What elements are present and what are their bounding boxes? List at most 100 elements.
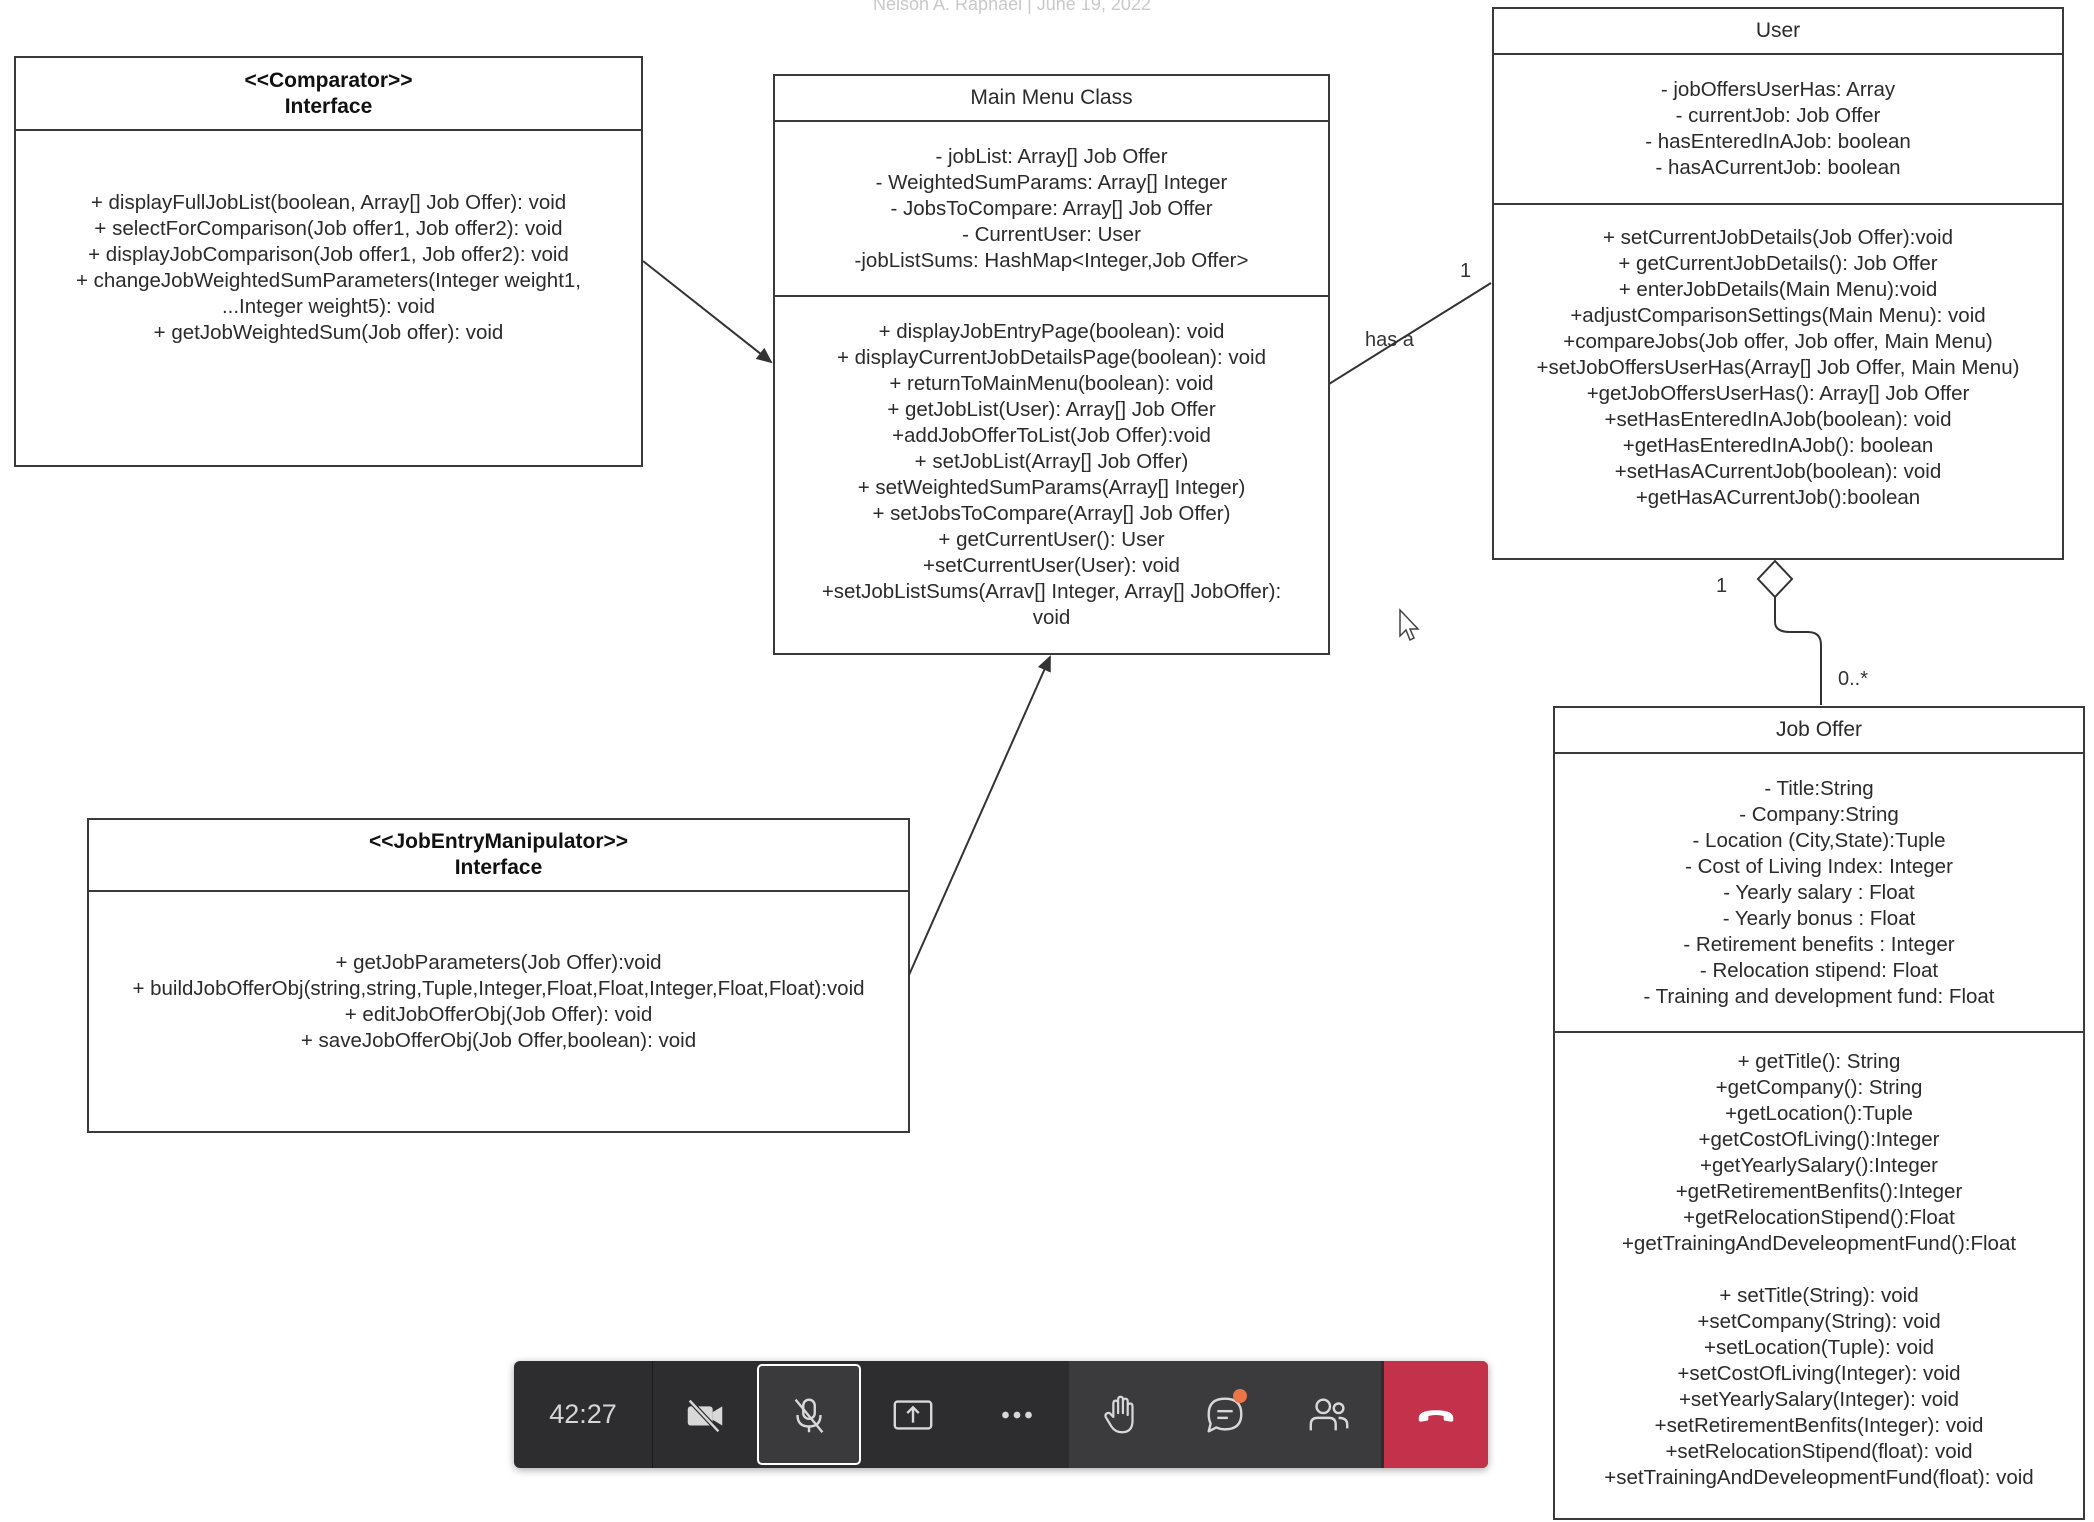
attribute: - jobList: Array[] Job Offer [935,144,1168,168]
method: + buildJobOfferObj(string,string,Tuple,I… [132,976,865,1000]
aggregation-user-multiplicity: 1 [1716,575,1728,597]
method: + getCurrentUser(): User [938,528,1165,551]
aggregation-joboffer-multiplicity: 0..* [1838,668,1869,690]
method: + displayCurrentJobDetailsPage(boolean):… [836,346,1267,369]
method: +setLocation(Tuple): void [1704,1336,1934,1359]
attribute: - WeightedSumParams: Array[] Integer [875,170,1228,194]
toolbar-secondary-group [1069,1361,1381,1468]
call-timer: 42:27 [514,1361,653,1468]
attribute: - CurrentUser: User [962,222,1141,246]
job-offer-attributes: - Title:String - Company:String - Locati… [1555,754,2083,1033]
job-offer-class-box: Job Offer - Title:String - Company:Strin… [1553,706,2085,1520]
main-menu-class-header: Main Menu Class [775,76,1328,122]
attribute: - Title:String [1764,776,1874,800]
comparator-interface-box: <<Comparator>> Interface + displayFullJo… [14,56,643,467]
attribute: - Yearly bonus : Float [1722,906,1916,930]
user-joboffer-aggregation-line [1774,596,1822,705]
attribute: - Relocation stipend: Float [1699,958,1939,982]
attribute: - JobsToCompare: Array[] Job Offer [890,196,1213,220]
main-menu-class-box: Main Menu Class - jobList: Array[] Job O… [773,74,1330,655]
method: +setHasACurrentJob(boolean): void [1614,460,1942,483]
presenter-watermark: Nelson A. Raphael | June 19, 2022 [873,0,1151,14]
method: +adjustComparisonSettings(Main Menu): vo… [1570,304,1986,327]
method: + displayFullJobList(boolean, Array[] Jo… [90,191,567,214]
method: + changeJobWeightedSumParameters(Integer… [75,269,581,292]
leave-call-button[interactable] [1384,1361,1488,1468]
method: + displayJobComparison(Job offer1, Job o… [88,243,569,266]
call-controls-toolbar: 42:27 [514,1361,1488,1468]
attribute: - jobOffersUserHas: Array [1660,78,1896,101]
aggregation-diamond [1756,559,1794,599]
method: +setJobOffersUserHas(Array[] Job Offer, … [1536,356,2020,379]
method: void [1032,606,1071,629]
method: +setHasEnteredInAJob(boolean): void [1604,408,1952,431]
main-menu-attributes: - jobList: Array[] Job Offer - WeightedS… [775,122,1328,297]
mouse-cursor-icon [1399,608,1420,642]
method: +setYearlySalary(Integer): void [1678,1388,1960,1411]
raise-hand-icon [1104,1395,1134,1433]
camera-toggle-button[interactable] [653,1361,757,1468]
method: + setWeightedSumParams(Array[] Integer) [857,476,1246,499]
job-entry-header: <<JobEntryManipulator>> Interface [89,820,908,892]
method: +getRelocationStipend():Float [1683,1206,1955,1229]
method: + selectForComparison(Job offer1, Job of… [94,217,563,240]
microphone-toggle-button[interactable] [757,1364,861,1465]
attribute: - hasEnteredInAJob: boolean [1645,130,1911,153]
method: +setRelocationStipend(float): void [1665,1440,1973,1463]
comparator-header: <<Comparator>> Interface [16,58,641,131]
attribute: - currentJob: Job Offer [1675,104,1881,127]
hang-up-icon [1418,1409,1454,1422]
job-entry-kind: Interface [454,856,543,879]
user-class-header: User [1494,9,2062,55]
job-entry-stereotype: <<JobEntryManipulator>> [368,830,629,853]
method: + setCurrentJobDetails(Job Offer):void [1603,226,1953,249]
job-entry-interface-box: <<JobEntryManipulator>> Interface + getJ… [87,818,910,1133]
method: + setTitle(String): void [1719,1284,1919,1307]
method: + enterJobDetails(Main Menu):void [1618,278,1938,301]
raise-hand-button[interactable] [1069,1361,1173,1468]
more-options-icon [1002,1411,1032,1418]
chat-icon [1207,1397,1243,1432]
method: ...Integer weight5): void [221,295,436,318]
more-options-button[interactable] [965,1361,1069,1468]
attribute: - Company:String [1739,802,1899,826]
method: +getYearlySalary():Integer [1700,1154,1938,1177]
attribute: -jobListSums: HashMap<Integer,Job Offer> [854,248,1249,272]
attribute: - Training and development fund: Float [1643,984,1995,1008]
chat-notification-badge [1233,1389,1247,1403]
method: +getJobOffersUserHas(): Array[] Job Offe… [1586,382,1970,405]
share-screen-button[interactable] [861,1361,965,1468]
method: + returnToMainMenu(boolean): void [889,372,1214,395]
comparator-to-mainmenu-arrow [642,260,773,364]
job-entry-methods: + getJobParameters(Job Offer):void + bui… [89,892,908,1131]
attribute: - Retirement benefits : Integer [1683,932,1955,956]
method: +setTrainingAndDeveleopmentFund(float): … [1604,1466,2034,1489]
attribute: - hasACurrentJob: boolean [1655,156,1901,179]
method: + getJobList(User): Array[] Job Offer [887,398,1216,421]
job-offer-class-header: Job Offer [1555,708,2083,754]
method: +getLocation():Tuple [1725,1102,1913,1125]
method: + displayJobEntryPage(boolean): void [878,320,1225,343]
method: +setRetirementBenfits(Integer): void [1654,1414,1984,1437]
method: +addJobOfferToList(Job Offer):void [892,424,1211,447]
method: +getHasEnteredInAJob(): boolean [1622,434,1934,457]
method-group-gap [1555,1257,2083,1283]
chat-button[interactable] [1173,1361,1277,1468]
has-a-label: has a [1365,329,1414,351]
method: +setCompany(String): void [1697,1310,1941,1333]
method: + getTitle(): String [1737,1050,1901,1073]
method: + setJobList(Array[] Job Offer) [914,450,1189,473]
attribute: - Location (City,State):Tuple [1692,828,1946,852]
attribute: - Yearly salary : Float [1723,880,1915,904]
method: + setJobsToCompare(Array[] Job Offer) [872,502,1231,525]
job-offer-methods: + getTitle(): String +getCompany(): Stri… [1555,1033,2083,1518]
people-icon [1309,1397,1349,1430]
participants-button[interactable] [1277,1361,1381,1468]
user-multiplicity: 1 [1460,260,1472,282]
method: + saveJobOfferObj(Job Offer,boolean): vo… [300,1028,697,1052]
method: +setCostOfLiving(Integer): void [1677,1362,1961,1385]
camera-off-icon [687,1398,723,1433]
user-attributes: - jobOffersUserHas: Array - currentJob: … [1494,55,2062,205]
jobentry-to-mainmenu-arrow [908,655,1051,976]
method: +getTrainingAndDeveleopmentFund():Float [1621,1232,2017,1255]
